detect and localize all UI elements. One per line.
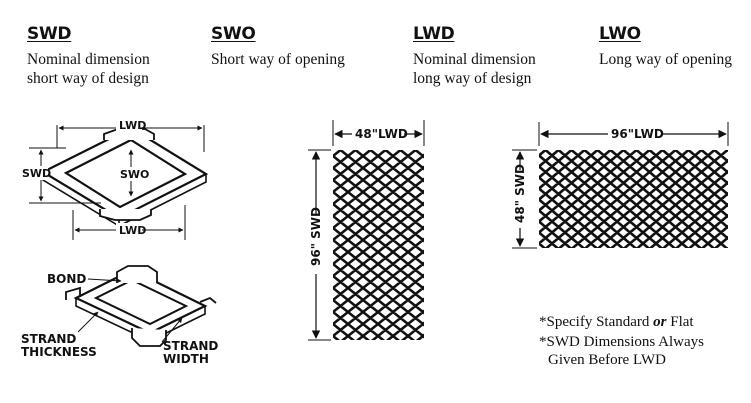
lwd-header: LWD — [413, 24, 455, 44]
sheet-horizontal: 96"LWD 48" SWD — [511, 122, 729, 249]
swd-note-line2: Given Before LWD — [548, 352, 667, 368]
lwd-top-label: LWD — [119, 119, 146, 132]
specify-note: *Specify Standard or Flat — [539, 313, 694, 331]
sheet-horizontal-width-label: 96"LWD — [611, 127, 664, 141]
sheet-vertical-height-label: 96" SWD — [309, 207, 323, 266]
specify-note-suffix: Flat — [666, 314, 694, 330]
swo-header: SWO — [211, 24, 256, 44]
swd-description: Nominal dimension short way of design — [27, 50, 150, 88]
strand-width-label-line2: WIDTH — [163, 352, 209, 366]
sheet-vertical-mesh — [333, 150, 424, 340]
swd-note-line1: *SWD Dimensions Always — [539, 334, 704, 350]
lwd-description: Nominal dimension long way of design — [413, 50, 536, 88]
specify-note-prefix: *Specify Standard — [539, 314, 654, 330]
mesh-strands — [333, 150, 424, 340]
sheet-horizontal-height-label: 48" SWD — [513, 164, 527, 223]
lwo-description: Long way of opening — [599, 50, 732, 69]
lwo-header: LWO — [599, 24, 641, 44]
sheet-horizontal-mesh — [539, 150, 728, 248]
swo-label: SWO — [120, 168, 149, 181]
lwd-description-line1: Nominal dimension — [413, 51, 536, 68]
swd-description-line1: Nominal dimension — [27, 51, 150, 68]
strand-inner-outline — [93, 278, 189, 326]
strand-thickness-label-line1: STRAND — [21, 332, 76, 346]
diamond-inner-outline — [63, 138, 188, 209]
swd-description-line2: short way of design — [27, 70, 149, 87]
bond-bottom-shape — [99, 209, 152, 221]
swd-label: SWD — [22, 167, 51, 180]
sheet-vertical: 48"LWD 96" SWD — [307, 120, 425, 341]
swd-header: SWD — [27, 24, 72, 44]
strand-width-label-line1: STRAND — [163, 339, 218, 353]
bond-shape — [116, 265, 158, 283]
swo-description-line1: Short way of opening — [211, 51, 345, 68]
diamond-detail-bottom: BOND STRAND THICKNESS STRAND WIDTH — [21, 265, 218, 366]
lwd-description-line2: long way of design — [413, 70, 532, 87]
lwo-description-line1: Long way of opening — [599, 51, 733, 68]
mesh-strands — [539, 150, 728, 248]
bond-label: BOND — [47, 272, 86, 286]
specify-note-emphasis: or — [653, 314, 667, 330]
sheet-vertical-width-label: 48"LWD — [355, 127, 408, 141]
diamond-detail-top: LWD SWD SWO LWD — [20, 118, 209, 240]
swo-description: Short way of opening — [211, 50, 345, 69]
lwd-bottom-label: LWD — [119, 224, 146, 237]
strand-thickness-label-line2: THICKNESS — [21, 345, 97, 359]
